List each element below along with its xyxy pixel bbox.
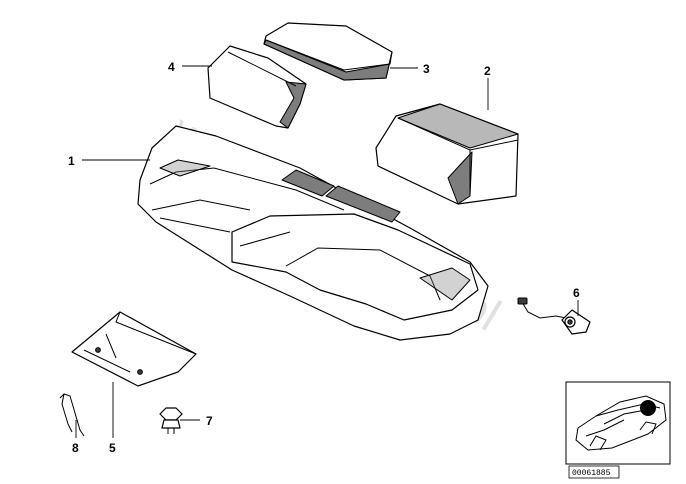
callout-8[interactable]: 8 bbox=[72, 441, 79, 455]
part-2-right-cushion[interactable] bbox=[375, 103, 519, 205]
car-outline-icon bbox=[575, 395, 667, 451]
part-4-side-cushion[interactable] bbox=[207, 45, 307, 129]
callout-5[interactable]: 5 bbox=[109, 441, 116, 455]
callout-3[interactable]: 3 bbox=[423, 62, 430, 76]
callout-2[interactable]: 2 bbox=[484, 64, 491, 78]
callout-7[interactable]: 7 bbox=[206, 414, 213, 428]
callout-6[interactable]: 6 bbox=[573, 286, 580, 300]
part-3-backrest-panel[interactable] bbox=[263, 22, 393, 81]
part-7-push-clip[interactable] bbox=[159, 407, 183, 434]
locator-thumbnail: 00061885 bbox=[565, 381, 671, 479]
part-8-wire-clip[interactable] bbox=[59, 393, 85, 437]
callout-1[interactable]: 1 bbox=[68, 154, 75, 168]
callout-4[interactable]: 4 bbox=[168, 60, 175, 74]
leader-lines bbox=[75, 65, 579, 438]
diagram-code: 00061885 bbox=[572, 469, 611, 478]
part-1-seat-cushion[interactable] bbox=[137, 125, 489, 341]
part-5-cover-plate[interactable] bbox=[71, 311, 197, 387]
part-6-connector[interactable] bbox=[517, 297, 591, 335]
